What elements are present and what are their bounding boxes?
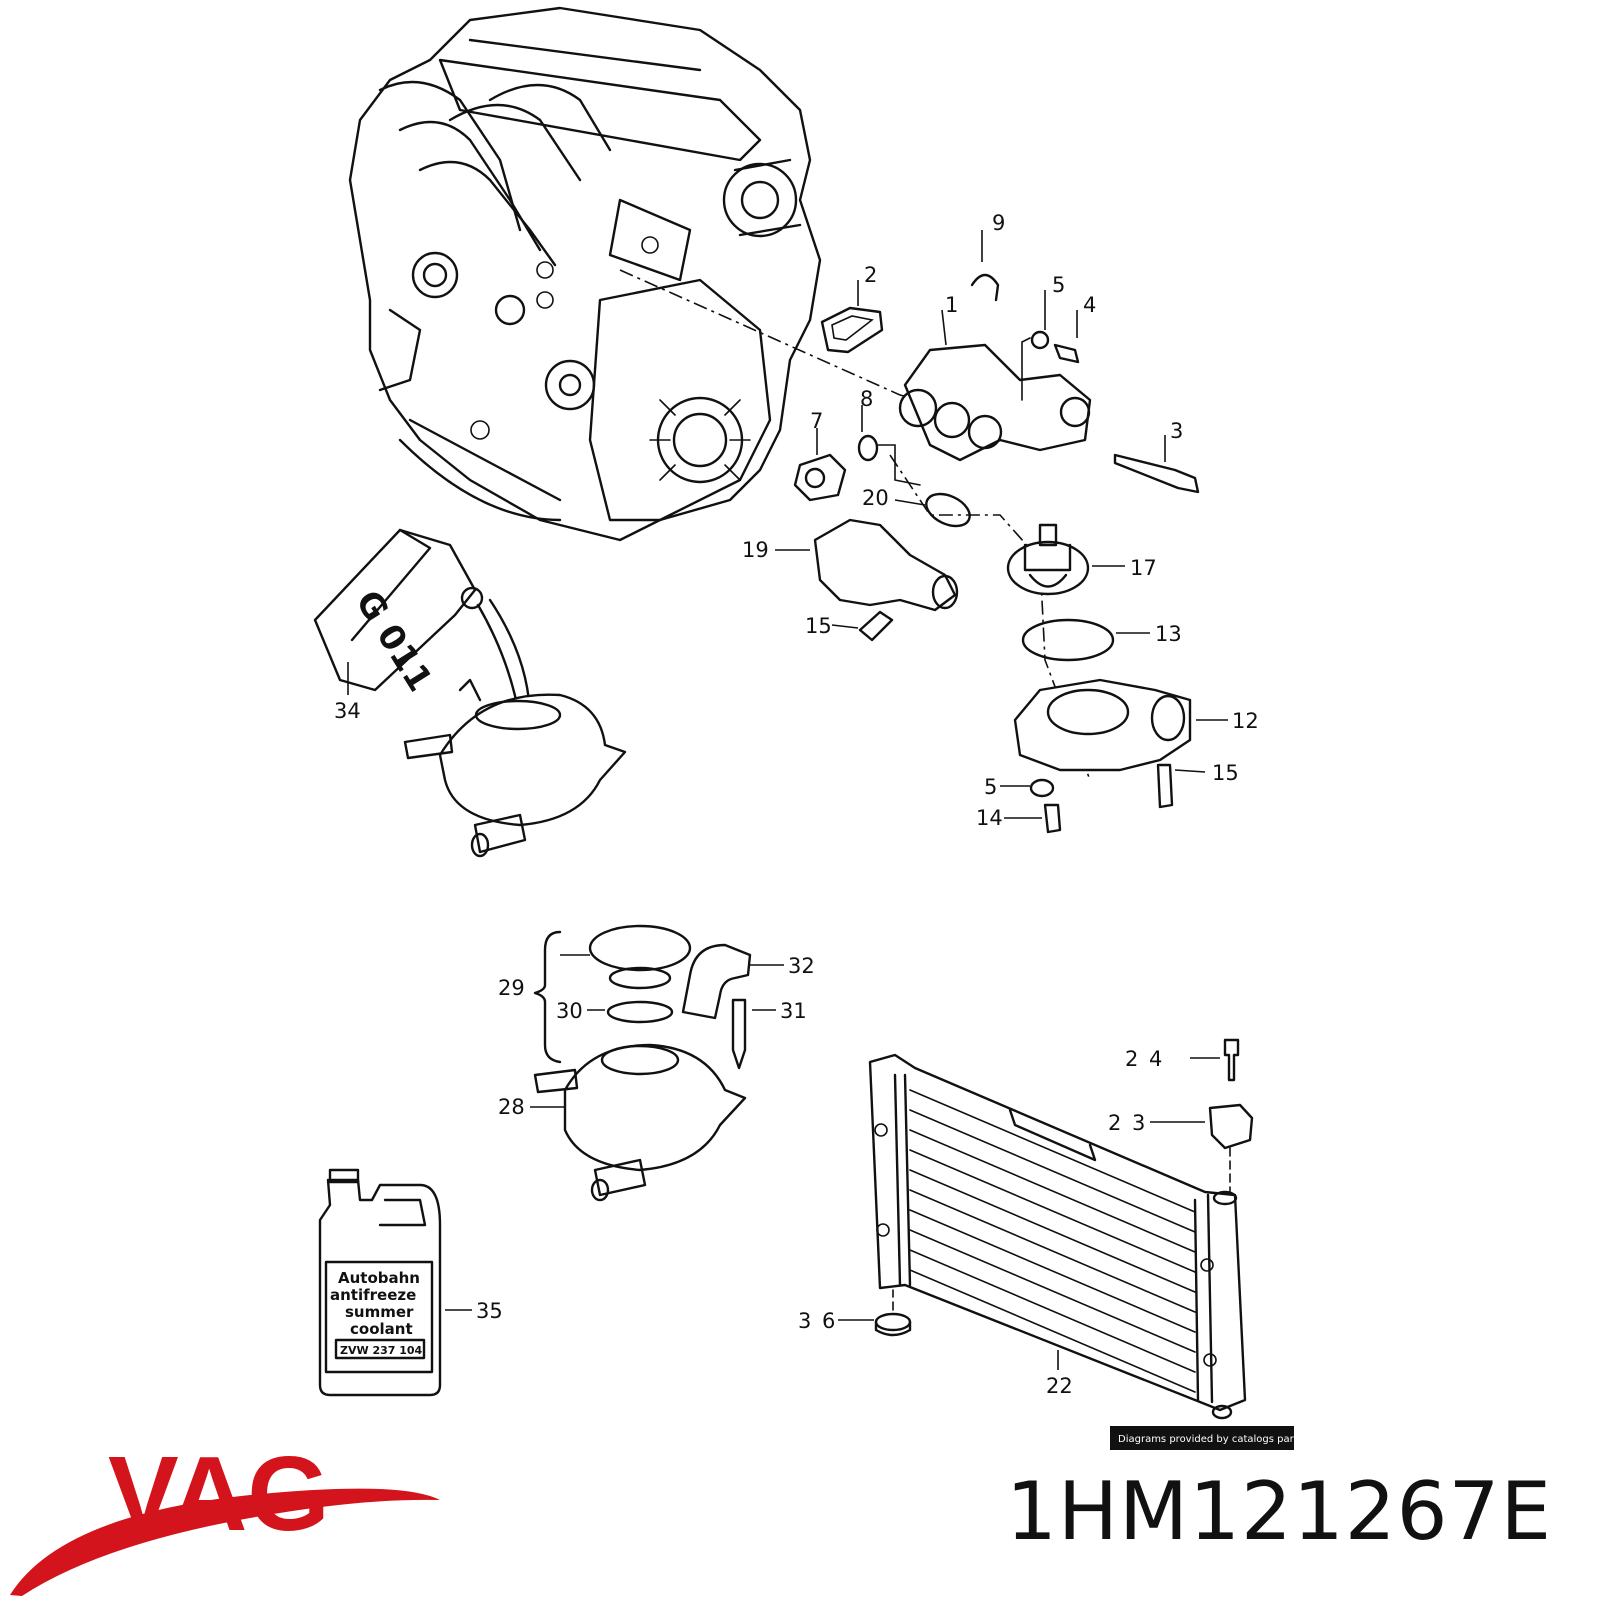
callout-3: 3 [1170, 419, 1183, 443]
antifreeze-jug: Autobahn antifreeze summer coolant ZVW 2… [318, 1168, 442, 1397]
gasket-part [820, 306, 884, 354]
credit-badge [1110, 1426, 1294, 1450]
thermostat-part [1006, 540, 1090, 596]
callout-34: 34 [334, 699, 361, 723]
callout-5: 5 [1052, 273, 1065, 297]
elbow-hose-part [681, 943, 752, 1020]
callout-17: 17 [1130, 556, 1157, 580]
callout-30: 30 [556, 999, 583, 1023]
jug-label-line4: coolant [350, 1320, 413, 1338]
jug-label-line3: summer [345, 1303, 414, 1321]
callout-2: 2 [864, 263, 877, 287]
callout-29: 29 [498, 976, 525, 1000]
callout-23: 2 3 [1108, 1111, 1147, 1135]
callout-15b: 15 [1212, 761, 1239, 785]
expansion-tank-lower [533, 1043, 747, 1202]
callout-4: 4 [1083, 293, 1096, 317]
callout-13: 13 [1155, 622, 1182, 646]
engine-block [348, 6, 822, 542]
callout-8: 8 [860, 387, 873, 411]
jug-label-line1: Autobahn [338, 1269, 420, 1287]
hose-pipe-part [813, 518, 957, 612]
callout-19: 19 [742, 538, 769, 562]
callout-36: 3 6 [798, 1309, 837, 1333]
callout-15: 15 [805, 614, 832, 638]
callout-35: 35 [476, 1299, 503, 1323]
jug-label-code: ZVW 237 104 [340, 1344, 423, 1357]
jug-label-line2: antifreeze [330, 1286, 416, 1304]
radiator [868, 1053, 1247, 1420]
vag-logo: VAG [10, 1435, 440, 1596]
callout-22: 22 [1046, 1374, 1073, 1398]
credit-text: Diagrams provided by catalogs parts [1118, 1434, 1303, 1445]
callout-31: 31 [780, 999, 807, 1023]
callout-1: 1 [945, 293, 958, 317]
callout-7: 7 [810, 409, 823, 433]
callout-5b: 5 [984, 775, 997, 799]
clip-part [970, 273, 1000, 302]
callout-14: 14 [976, 806, 1003, 830]
brand-name: VAG [108, 1435, 330, 1553]
callout-32: 32 [788, 954, 815, 978]
callout-9: 9 [992, 211, 1005, 235]
callout-28: 28 [498, 1095, 525, 1119]
callout-12: 12 [1232, 709, 1259, 733]
tank-cap-part [588, 924, 692, 972]
part-number: 1HM121267E [1005, 1465, 1552, 1558]
expansion-tank-upper [403, 678, 627, 858]
logo-swoosh [10, 1488, 440, 1596]
housing-cover-part [1013, 678, 1192, 772]
callout-24: 2 4 [1125, 1047, 1164, 1071]
callout-20: 20 [862, 486, 889, 510]
